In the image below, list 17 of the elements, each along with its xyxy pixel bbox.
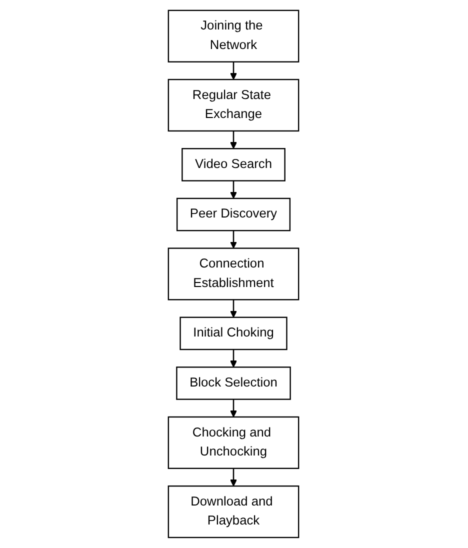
node-box: Initial Choking	[180, 316, 288, 350]
arrow	[230, 230, 238, 249]
node-box: Block Selection	[176, 366, 292, 400]
node-box: Joining the Network	[168, 10, 300, 62]
node-box: Chocking and Unchocking	[168, 416, 300, 470]
node-box: Regular State Exchange	[168, 78, 300, 132]
node-box: Peer Discovery	[176, 198, 292, 232]
arrow	[230, 130, 238, 149]
arrow	[230, 180, 238, 199]
arrow	[230, 399, 238, 418]
arrow	[230, 350, 238, 368]
node-box: Download and Playback	[168, 486, 300, 538]
arrow	[230, 62, 238, 80]
node-box: Connection Establishment	[168, 248, 300, 300]
arrow	[230, 300, 238, 318]
arrow	[230, 468, 238, 486]
node-box: Video Search	[182, 148, 286, 182]
